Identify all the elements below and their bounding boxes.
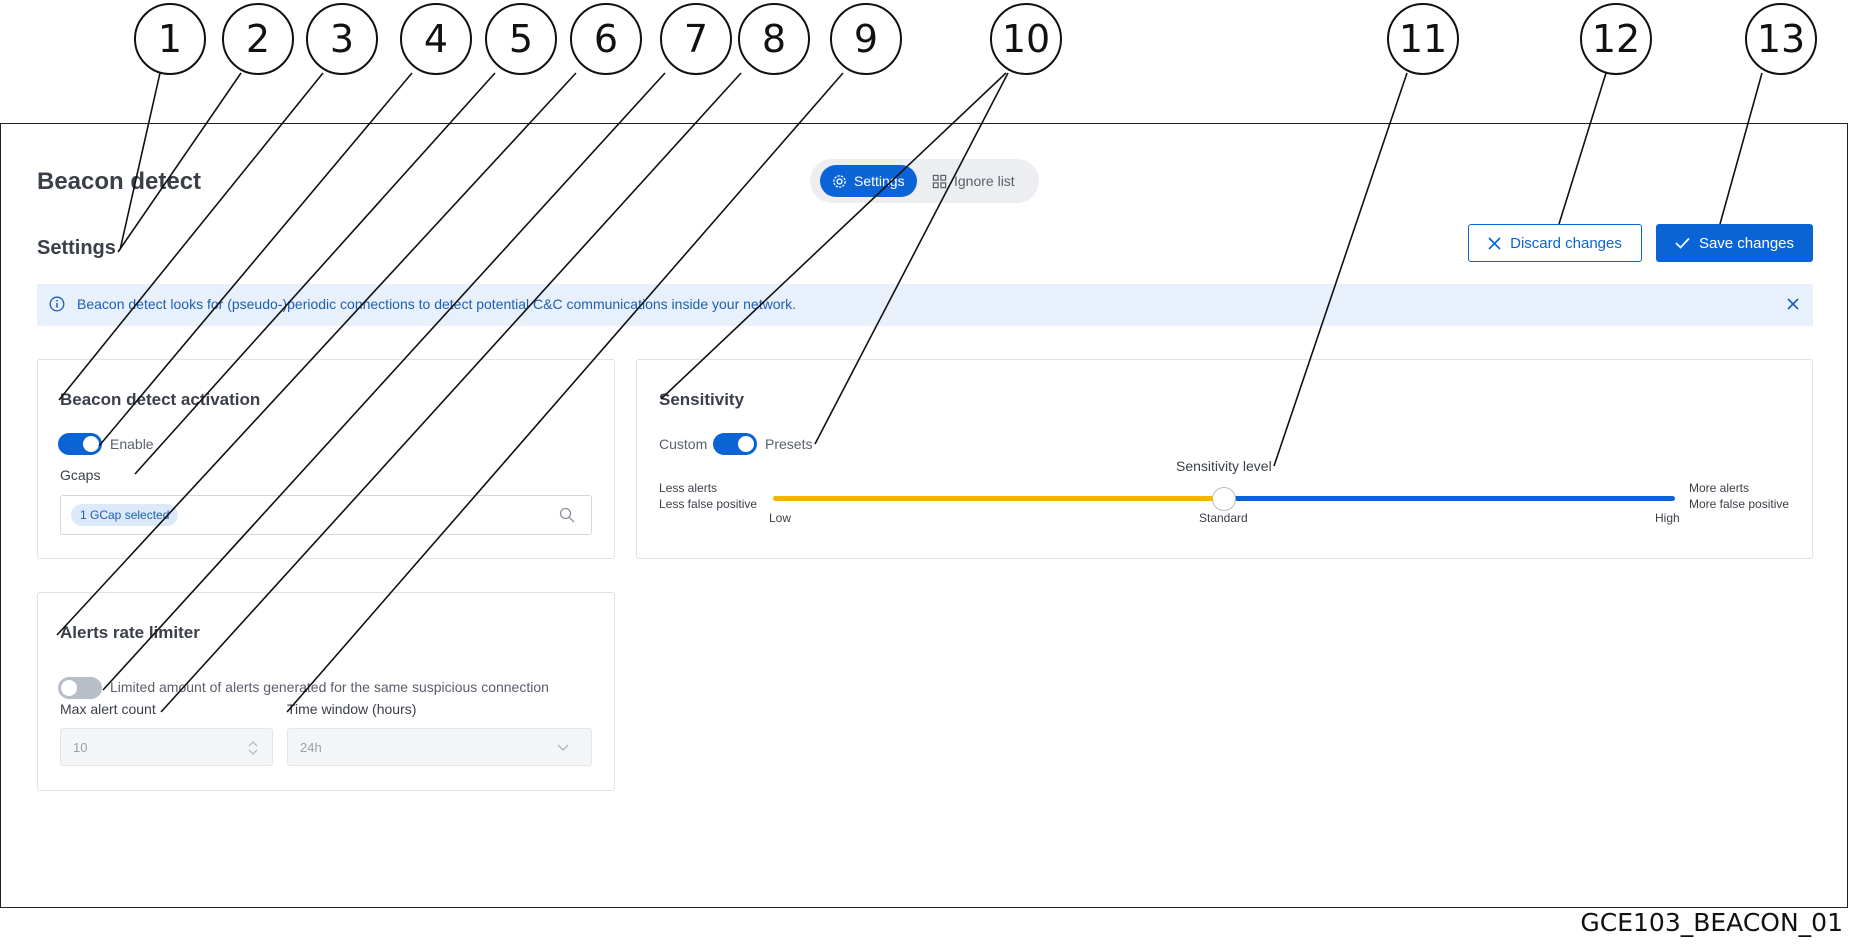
time-window-value: 24h — [300, 740, 322, 755]
page-title: Beacon detect — [37, 168, 202, 195]
sensitivity-mode-toggle[interactable] — [713, 433, 757, 455]
sensitivity-slider-handle[interactable] — [1212, 487, 1236, 511]
callout-8: 8 — [738, 3, 810, 75]
callout-6: 6 — [570, 3, 642, 75]
max-alert-count-label: Max alert count — [60, 701, 156, 717]
checkmark-icon — [1675, 237, 1690, 249]
callout-1: 1 — [134, 3, 206, 75]
tick-high: High — [1655, 511, 1680, 525]
search-icon — [559, 507, 575, 523]
time-window-label: Time window (hours) — [287, 701, 417, 717]
callout-11: 11 — [1387, 3, 1459, 75]
discard-changes-button[interactable]: Discard changes — [1468, 224, 1642, 262]
callout-7: 7 — [660, 3, 732, 75]
tab-ignore-list-label: Ignore list — [954, 173, 1015, 189]
gcaps-chip[interactable]: 1 GCap selected — [71, 504, 179, 526]
grid-icon — [932, 174, 947, 188]
section-title-settings: Settings — [37, 237, 116, 259]
callout-9: 9 — [830, 3, 902, 75]
stepper-arrows-icon — [248, 741, 258, 755]
callout-13: 13 — [1745, 3, 1817, 75]
figure-id: GCE103_BEACON_01 — [1580, 908, 1843, 937]
callout-10: 10 — [990, 3, 1062, 75]
discard-changes-label: Discard changes — [1510, 234, 1622, 252]
save-changes-label: Save changes — [1698, 234, 1795, 252]
max-alert-count-value: 10 — [73, 740, 88, 755]
gear-icon — [833, 174, 846, 188]
mode-custom-label: Custom — [659, 436, 708, 452]
enable-toggle[interactable] — [58, 433, 102, 455]
max-alert-count-stepper[interactable]: 10 — [60, 728, 273, 766]
activation-card-title: Beacon detect activation — [60, 390, 261, 409]
rate-limiter-toggle-label: Limited amount of alerts generated for t… — [110, 679, 549, 695]
activation-card: Beacon detect activation Enable Gcaps 1 … — [37, 359, 615, 559]
gcaps-select[interactable]: 1 GCap selected — [60, 495, 592, 535]
rate-limiter-card: Alerts rate limiter Limited amount of al… — [37, 592, 615, 791]
slider-track-low — [773, 496, 1224, 501]
time-window-select[interactable]: 24h — [287, 728, 592, 766]
info-banner-text: Beacon detect looks for (pseudo-)periodi… — [77, 296, 797, 312]
tab-settings[interactable]: Settings — [820, 165, 917, 197]
close-icon — [1488, 236, 1501, 250]
callout-12: 12 — [1580, 3, 1652, 75]
banner-close-icon[interactable] — [1785, 296, 1801, 312]
callout-4: 4 — [400, 3, 472, 75]
mode-presets-label: Presets — [765, 436, 813, 452]
callout-2: 2 — [222, 3, 294, 75]
slider-track-high — [1224, 496, 1675, 501]
rate-limiter-toggle[interactable] — [58, 677, 102, 699]
info-icon — [49, 296, 65, 312]
sensitivity-card: Sensitivity Custom Presets Sensitivity l… — [636, 359, 1813, 559]
gcaps-label: Gcaps — [60, 467, 101, 483]
sensitivity-card-title: Sensitivity — [659, 390, 745, 409]
chevron-down-icon — [557, 744, 569, 751]
tab-settings-label: Settings — [854, 173, 905, 189]
view-switcher: Settings Ignore list — [810, 159, 1039, 203]
callout-5: 5 — [485, 3, 557, 75]
save-changes-button[interactable]: Save changes — [1656, 224, 1813, 262]
app-frame — [0, 123, 1848, 908]
enable-toggle-label: Enable — [110, 436, 154, 452]
tab-ignore-list[interactable]: Ignore list — [920, 165, 1027, 197]
tick-standard: Standard — [1199, 511, 1248, 525]
tick-low: Low — [769, 511, 792, 525]
info-banner: Beacon detect looks for (pseudo-)periodi… — [37, 284, 1813, 326]
sensitivity-level-label: Sensitivity level — [1176, 458, 1272, 474]
callout-3: 3 — [306, 3, 378, 75]
rate-limiter-card-title: Alerts rate limiter — [60, 623, 200, 642]
